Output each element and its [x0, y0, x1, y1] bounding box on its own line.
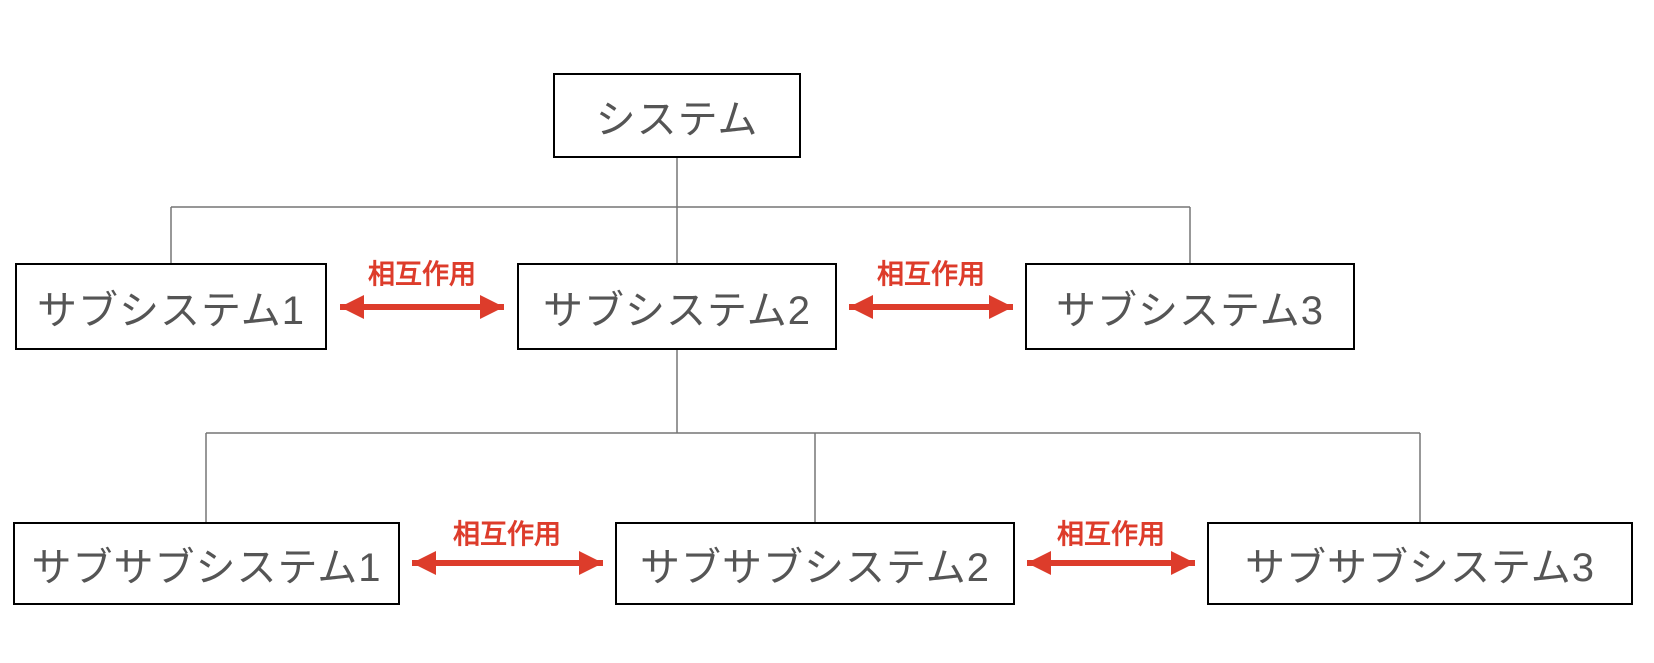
interaction-arrows: [340, 295, 1195, 575]
interaction-label-subsub1-subsub2: 相互作用: [453, 519, 561, 550]
interaction-label-subsub2-subsub3: 相互作用: [1057, 519, 1165, 550]
node-subsubsystem-1: サブサブシステム1: [13, 522, 400, 605]
node-subsystem-1: サブシステム1: [15, 263, 327, 350]
interaction-label-sub1-sub2: 相互作用: [368, 259, 476, 290]
node-subsubsystem-3: サブサブシステム3: [1207, 522, 1633, 605]
node-subsubsystem-2: サブサブシステム2: [615, 522, 1015, 605]
node-subsystem-2: サブシステム2: [517, 263, 837, 350]
tree-connector-level1: [170, 158, 1191, 263]
node-system: システム: [553, 73, 801, 158]
tree-connector-level2: [205, 350, 1421, 522]
interaction-label-sub2-sub3: 相互作用: [877, 259, 985, 290]
node-subsystem-3: サブシステム3: [1025, 263, 1355, 350]
